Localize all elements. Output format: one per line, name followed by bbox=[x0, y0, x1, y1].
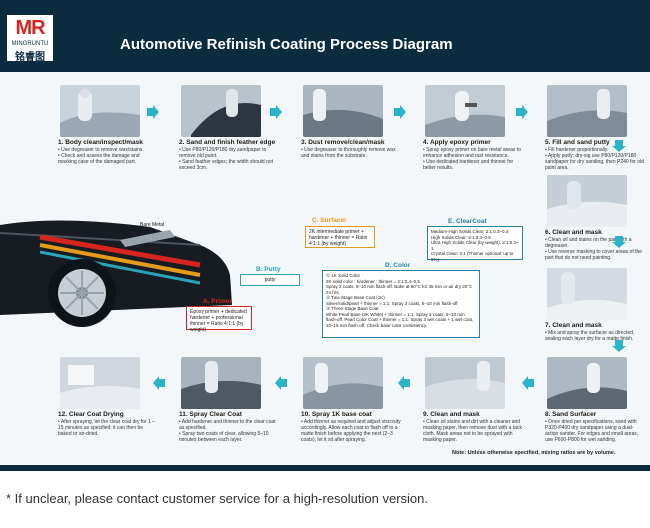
step-9-desc: • Clean oil stains and dirt with a clean… bbox=[423, 419, 522, 443]
flow-arrow-down-icon bbox=[612, 236, 626, 248]
step-2-title: 2. Sand and finish feather edge bbox=[179, 139, 276, 146]
flow-arrow-down-icon bbox=[612, 140, 626, 152]
step-7-desc: • Mix and spray the surfacer as directed… bbox=[545, 330, 635, 342]
color-title: D. Color bbox=[385, 262, 411, 269]
putty-title: B. Putty bbox=[256, 266, 281, 273]
step-4-title: 4. Apply epoxy primer bbox=[423, 139, 491, 146]
bare-metal-label: Bare Metal bbox=[140, 222, 165, 228]
flow-arrow-left-icon bbox=[398, 376, 410, 390]
step-11-title: 11. Spray Clear Coat bbox=[179, 411, 242, 418]
flow-arrow-left-icon bbox=[153, 376, 165, 390]
step-8-title: 8. Sand Surfacer bbox=[545, 411, 597, 418]
flow-arrow-right-icon bbox=[270, 105, 282, 119]
step-3-title: 3. Dust remove/clean/mask bbox=[301, 139, 385, 146]
flow-arrow-down-icon bbox=[612, 340, 626, 352]
step-4-photo bbox=[425, 85, 505, 137]
step-5-desc: • Fill hardener proportionally. • Apply … bbox=[545, 147, 644, 171]
step-1-photo bbox=[60, 85, 140, 137]
step-9-photo bbox=[425, 357, 505, 409]
step-10-desc: • Add thinner as required and adjust vis… bbox=[301, 419, 401, 443]
step-9-title: 9. Clean and mask bbox=[423, 411, 480, 418]
page-title: Automotive Refinish Coating Process Diag… bbox=[120, 36, 453, 53]
step-12-title: 12. Clear Coat Drying bbox=[58, 411, 124, 418]
primer-title: A. Primer bbox=[203, 298, 232, 305]
step-10-title: 10. Spray 1K base coat bbox=[301, 411, 372, 418]
step-10-photo bbox=[303, 357, 383, 409]
step-8-desc: • Once dried per specifications, sand wi… bbox=[545, 419, 639, 443]
step-3-desc: • Use degreaser to thoroughly remove wax… bbox=[301, 147, 396, 159]
step-2-desc: • Use P80/P120/P180 dry sandpaper to rem… bbox=[179, 147, 274, 171]
ratio-note: Note: Unless otherwise specified, mixing… bbox=[452, 450, 616, 456]
step-12-photo bbox=[60, 357, 140, 409]
logo-mark: MR bbox=[15, 17, 45, 39]
step-5-photo bbox=[547, 85, 627, 137]
flow-arrow-left-icon bbox=[522, 376, 534, 390]
flow-arrow-right-icon bbox=[147, 105, 159, 119]
step-11-desc: • Add hardener and thinner to the clear … bbox=[179, 419, 276, 443]
step-8-photo bbox=[547, 357, 627, 409]
step-7-title: 7. Clean and mask bbox=[545, 322, 602, 329]
bottom-bar bbox=[0, 465, 650, 471]
brand-logo: MR MINGRUNTU 铭睿图 bbox=[6, 14, 54, 63]
surfacer-title: C. Surfacer bbox=[312, 217, 347, 224]
step-5-title: 5. Fill and sand putty bbox=[545, 139, 610, 146]
step-4-desc: • Spray epoxy primer on bare metal areas… bbox=[423, 147, 521, 171]
step-7-photo bbox=[547, 268, 627, 320]
logo-subtext: MINGRUNTU bbox=[11, 41, 49, 47]
step-11-photo bbox=[181, 357, 261, 409]
step-3-photo bbox=[303, 85, 383, 137]
flow-arrow-left-icon bbox=[275, 376, 287, 390]
surfacer-box: 2K intermediate primer + hardener + thin… bbox=[305, 226, 375, 248]
car-layers-illustration bbox=[0, 220, 232, 327]
clearcoat-box: Medium-High Solids Clear: 2:1:0.3–0.4 Hi… bbox=[427, 226, 523, 262]
step-6-title: 6. Clean and mask bbox=[545, 229, 602, 236]
flow-arrow-right-icon bbox=[516, 105, 528, 119]
header-banner: MR MINGRUNTU 铭睿图 Automotive Refinish Coa… bbox=[0, 0, 650, 72]
step-2-photo bbox=[181, 85, 261, 137]
step-1-desc: • Use degreaser to remove wax/stains. • … bbox=[58, 147, 144, 165]
primer-box: Epoxy primer + dedicated hardener + prof… bbox=[186, 306, 252, 333]
step-12-desc: • After spraying, let the clear coat dry… bbox=[58, 419, 156, 437]
putty-box: putty bbox=[240, 274, 300, 286]
step-1-title: 1. Body clean/inspect/mask bbox=[58, 139, 143, 146]
logo-chinese-text: 铭睿图 bbox=[15, 52, 45, 63]
clearcoat-title: E. ClearCoat bbox=[448, 218, 487, 225]
color-box: ① 1K Solid Color 2K solid color : harden… bbox=[322, 270, 480, 338]
step-6-photo bbox=[547, 175, 627, 227]
step-6-desc: • Clean oil and stains on the part with … bbox=[545, 237, 643, 261]
flow-arrow-right-icon bbox=[394, 105, 406, 119]
footer-note: * If unclear, please contact customer se… bbox=[6, 491, 428, 506]
